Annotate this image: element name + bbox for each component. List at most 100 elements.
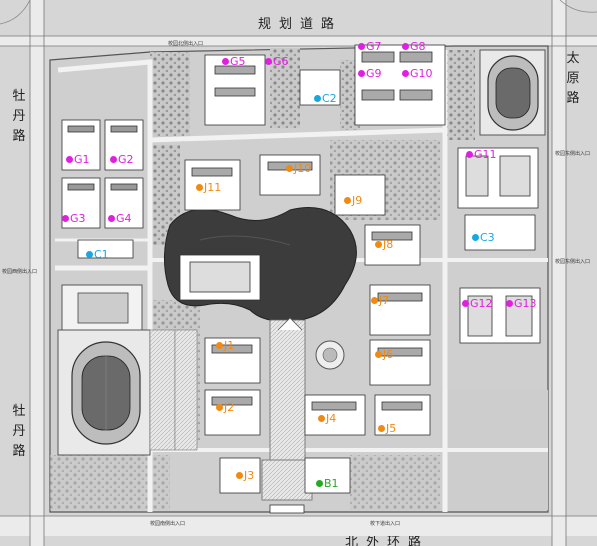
marker-c1[interactable]: C1 <box>86 249 109 260</box>
marker-j9[interactable]: J9 <box>344 195 362 206</box>
magenta-dot-icon <box>62 215 69 222</box>
magenta-dot-icon <box>358 43 365 50</box>
marker-j8[interactable]: J8 <box>375 239 393 250</box>
central-axis-plaza <box>269 319 306 471</box>
marker-label: G7 <box>366 40 382 53</box>
marker-label: C1 <box>94 248 109 261</box>
marker-label: G2 <box>118 153 134 166</box>
marker-label: B1 <box>324 477 339 490</box>
marker-j2[interactable]: J2 <box>216 402 234 413</box>
marker-j7[interactable]: J7 <box>371 295 389 306</box>
road-label-right: 太原路 <box>566 51 580 106</box>
marker-j4[interactable]: J4 <box>318 413 336 424</box>
magenta-dot-icon <box>110 156 117 163</box>
marker-g7[interactable]: G7 <box>358 41 382 52</box>
marker-label: J1 <box>224 339 235 352</box>
cyan-dot-icon <box>472 234 479 241</box>
marker-label: G12 <box>470 297 493 310</box>
orange-dot-icon <box>216 342 223 349</box>
marker-g12[interactable]: G12 <box>462 298 493 309</box>
marker-label: G8 <box>410 40 426 53</box>
marker-label: J10 <box>294 162 312 175</box>
green-dot-icon <box>316 480 323 487</box>
road-label-top: 规划道路 <box>258 17 343 32</box>
marker-g4[interactable]: G4 <box>108 213 132 224</box>
orange-dot-icon <box>375 241 382 248</box>
marker-j6[interactable]: J6 <box>375 349 393 360</box>
orange-dot-icon <box>375 351 382 358</box>
marker-b1[interactable]: B1 <box>316 478 339 489</box>
entrance-south-left-label: 校园南侧出入口 <box>150 521 186 527</box>
marker-g2[interactable]: G2 <box>110 154 134 165</box>
road-label-left-lower: 牡丹路 <box>12 404 26 459</box>
marker-label: J2 <box>224 401 235 414</box>
marker-label: J7 <box>379 294 390 307</box>
marker-g13[interactable]: G13 <box>506 298 537 309</box>
marker-g11[interactable]: G11 <box>466 149 497 160</box>
road-label-left-upper: 牡丹路 <box>12 89 26 144</box>
entrance-north-label: 校园北侧出入口 <box>168 41 204 47</box>
marker-c2[interactable]: C2 <box>314 93 337 104</box>
marker-g8[interactable]: G8 <box>402 41 426 52</box>
magenta-dot-icon <box>222 58 229 65</box>
entrance-east-upper-label: 校园东侧出入口 <box>555 151 591 157</box>
right-road <box>552 0 566 546</box>
marker-label: J8 <box>383 238 394 251</box>
magenta-dot-icon <box>108 215 115 222</box>
marker-label: G4 <box>116 212 132 225</box>
top-road <box>0 36 597 46</box>
orange-dot-icon <box>216 404 223 411</box>
left-road <box>30 0 44 546</box>
marker-g9[interactable]: G9 <box>358 68 382 79</box>
marker-label: G9 <box>366 67 382 80</box>
marker-j10[interactable]: J10 <box>286 163 311 174</box>
marker-label: G13 <box>514 297 537 310</box>
buildings <box>61 44 541 494</box>
marker-label: J3 <box>244 469 255 482</box>
marker-g10[interactable]: G10 <box>402 68 433 79</box>
entrance-east-lower-label: 校园东侧出入口 <box>555 259 591 265</box>
marker-j11[interactable]: J11 <box>196 182 221 193</box>
marker-j3[interactable]: J3 <box>236 470 254 481</box>
entrance-west-label: 校园西侧出入口 <box>2 269 38 275</box>
orange-dot-icon <box>378 425 385 432</box>
entrance-south-right-label: 校下道出入口 <box>370 521 401 527</box>
marker-label: J4 <box>326 412 337 425</box>
bottom-road <box>0 516 597 536</box>
marker-label: J11 <box>204 181 222 194</box>
marker-label: G6 <box>273 55 289 68</box>
marker-label: G10 <box>410 67 433 80</box>
cyan-dot-icon <box>314 95 321 102</box>
magenta-dot-icon <box>466 151 473 158</box>
marker-j1[interactable]: J1 <box>216 340 234 351</box>
magenta-dot-icon <box>462 300 469 307</box>
orange-dot-icon <box>196 184 203 191</box>
marker-label: G1 <box>74 153 90 166</box>
marker-g5[interactable]: G5 <box>222 56 246 67</box>
marker-label: J9 <box>352 194 363 207</box>
orange-dot-icon <box>371 297 378 304</box>
magenta-dot-icon <box>66 156 73 163</box>
magenta-dot-icon <box>402 70 409 77</box>
marker-label: J5 <box>386 422 397 435</box>
magenta-dot-icon <box>402 43 409 50</box>
marker-label: G3 <box>70 212 86 225</box>
road-label-bottom: 北外环路 <box>345 536 430 546</box>
orange-dot-icon <box>318 415 325 422</box>
marker-g6[interactable]: G6 <box>265 56 289 67</box>
orange-dot-icon <box>236 472 243 479</box>
marker-g3[interactable]: G3 <box>62 213 86 224</box>
marker-label: G11 <box>474 148 497 161</box>
marker-g1[interactable]: G1 <box>66 154 90 165</box>
magenta-dot-icon <box>265 58 272 65</box>
marker-j5[interactable]: J5 <box>378 423 396 434</box>
magenta-dot-icon <box>358 70 365 77</box>
marker-c3[interactable]: C3 <box>472 232 495 243</box>
orange-dot-icon <box>344 197 351 204</box>
cyan-dot-icon <box>86 251 93 258</box>
marker-label: C2 <box>322 92 337 105</box>
orange-dot-icon <box>286 165 293 172</box>
magenta-dot-icon <box>506 300 513 307</box>
